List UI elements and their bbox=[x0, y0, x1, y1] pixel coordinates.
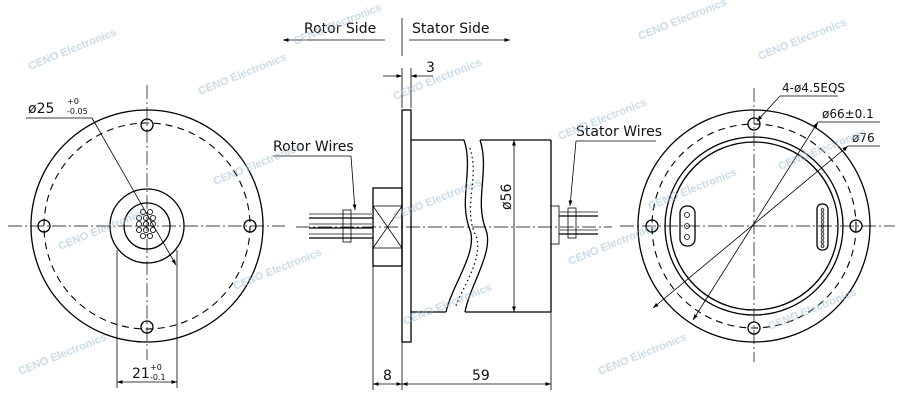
body-length-label: 59 bbox=[472, 368, 490, 384]
watermark: CENO Electronics bbox=[647, 166, 739, 212]
bolt-holes-leader bbox=[756, 95, 781, 122]
watermark: CENO Electronics bbox=[212, 141, 304, 187]
watermark: CENO Electronics bbox=[392, 176, 484, 222]
break-line-left bbox=[445, 139, 473, 313]
rotor-end-view: ø25 +0 -0.05 21 +0 -0.1 bbox=[8, 85, 285, 388]
stator-side-label: Stator Side bbox=[412, 21, 490, 37]
stator-wires-label: Stator Wires bbox=[576, 124, 662, 140]
flange-thickness-label: 3 bbox=[426, 60, 435, 76]
side-view: Rotor Side Stator Side 3 Rotor Wire bbox=[273, 18, 662, 390]
break-line-right bbox=[464, 139, 489, 313]
bolt-holes-label: 4-ø4.5EQS bbox=[782, 81, 845, 95]
connector-right-pins bbox=[820, 208, 825, 248]
rotor-side-label: Rotor Side bbox=[304, 21, 376, 37]
rotor-wires-leader bbox=[350, 155, 357, 211]
outer-diameter-dim bbox=[652, 145, 849, 309]
bore-diameter-label: ø25 bbox=[28, 101, 54, 117]
watermark: CENO Electronics bbox=[637, 0, 729, 43]
watermark: CENO Electronics bbox=[27, 26, 119, 72]
bolt-circle bbox=[651, 123, 857, 329]
bolt-circle-label: ø66±0.1 bbox=[822, 107, 874, 121]
watermark: CENO Electronics bbox=[597, 331, 689, 377]
watermark: CENO Electronics bbox=[392, 56, 484, 102]
hub-cross-2 bbox=[372, 205, 403, 249]
watermark: CENO Electronics bbox=[757, 16, 849, 62]
body-diameter-label: ø56 bbox=[499, 184, 515, 210]
bolt-hole-top bbox=[140, 118, 154, 132]
stator-wires bbox=[550, 205, 598, 245]
watermark: CENO Electronics bbox=[567, 221, 659, 267]
bolt-hole-right bbox=[849, 219, 863, 233]
outer-diameter-label: ø76 bbox=[852, 131, 875, 145]
bolt-hole-left bbox=[37, 219, 51, 233]
rotor-wires bbox=[309, 209, 373, 243]
outer-flange-circle bbox=[30, 109, 264, 343]
bore-tolerance-lower: -0.05 bbox=[67, 107, 88, 116]
width-label: 21 bbox=[132, 366, 150, 382]
rotor-shaft-circle bbox=[109, 188, 185, 264]
bore-leader bbox=[91, 117, 177, 266]
watermark: CENO Electronics bbox=[232, 246, 324, 292]
watermark: CENO Electronics bbox=[197, 51, 289, 97]
stator-wires-leader bbox=[568, 140, 577, 207]
bore-tolerance-upper: +0 bbox=[67, 97, 79, 106]
bolt-circle bbox=[43, 122, 251, 330]
width-tolerance-upper: +0 bbox=[150, 363, 162, 372]
bolt-hole-bottom bbox=[140, 320, 154, 334]
shaft-length-label: 8 bbox=[383, 368, 392, 384]
bolt-hole-right bbox=[243, 219, 257, 233]
rotor-core-circle bbox=[123, 202, 171, 250]
rotor-hub-core bbox=[372, 205, 403, 249]
outer-flange-circle bbox=[637, 109, 871, 343]
stator-end-view: 4-ø4.5EQS ø66±0.1 ø76 bbox=[620, 81, 895, 362]
watermark: CENO Electronics bbox=[17, 331, 109, 377]
width-tolerance-lower: -0.1 bbox=[150, 373, 166, 382]
bolt-hole-bottom bbox=[747, 321, 761, 335]
watermark: CENO Electronics bbox=[402, 281, 494, 327]
flange bbox=[401, 109, 412, 343]
rotor-wires-label: Rotor Wires bbox=[273, 139, 354, 155]
